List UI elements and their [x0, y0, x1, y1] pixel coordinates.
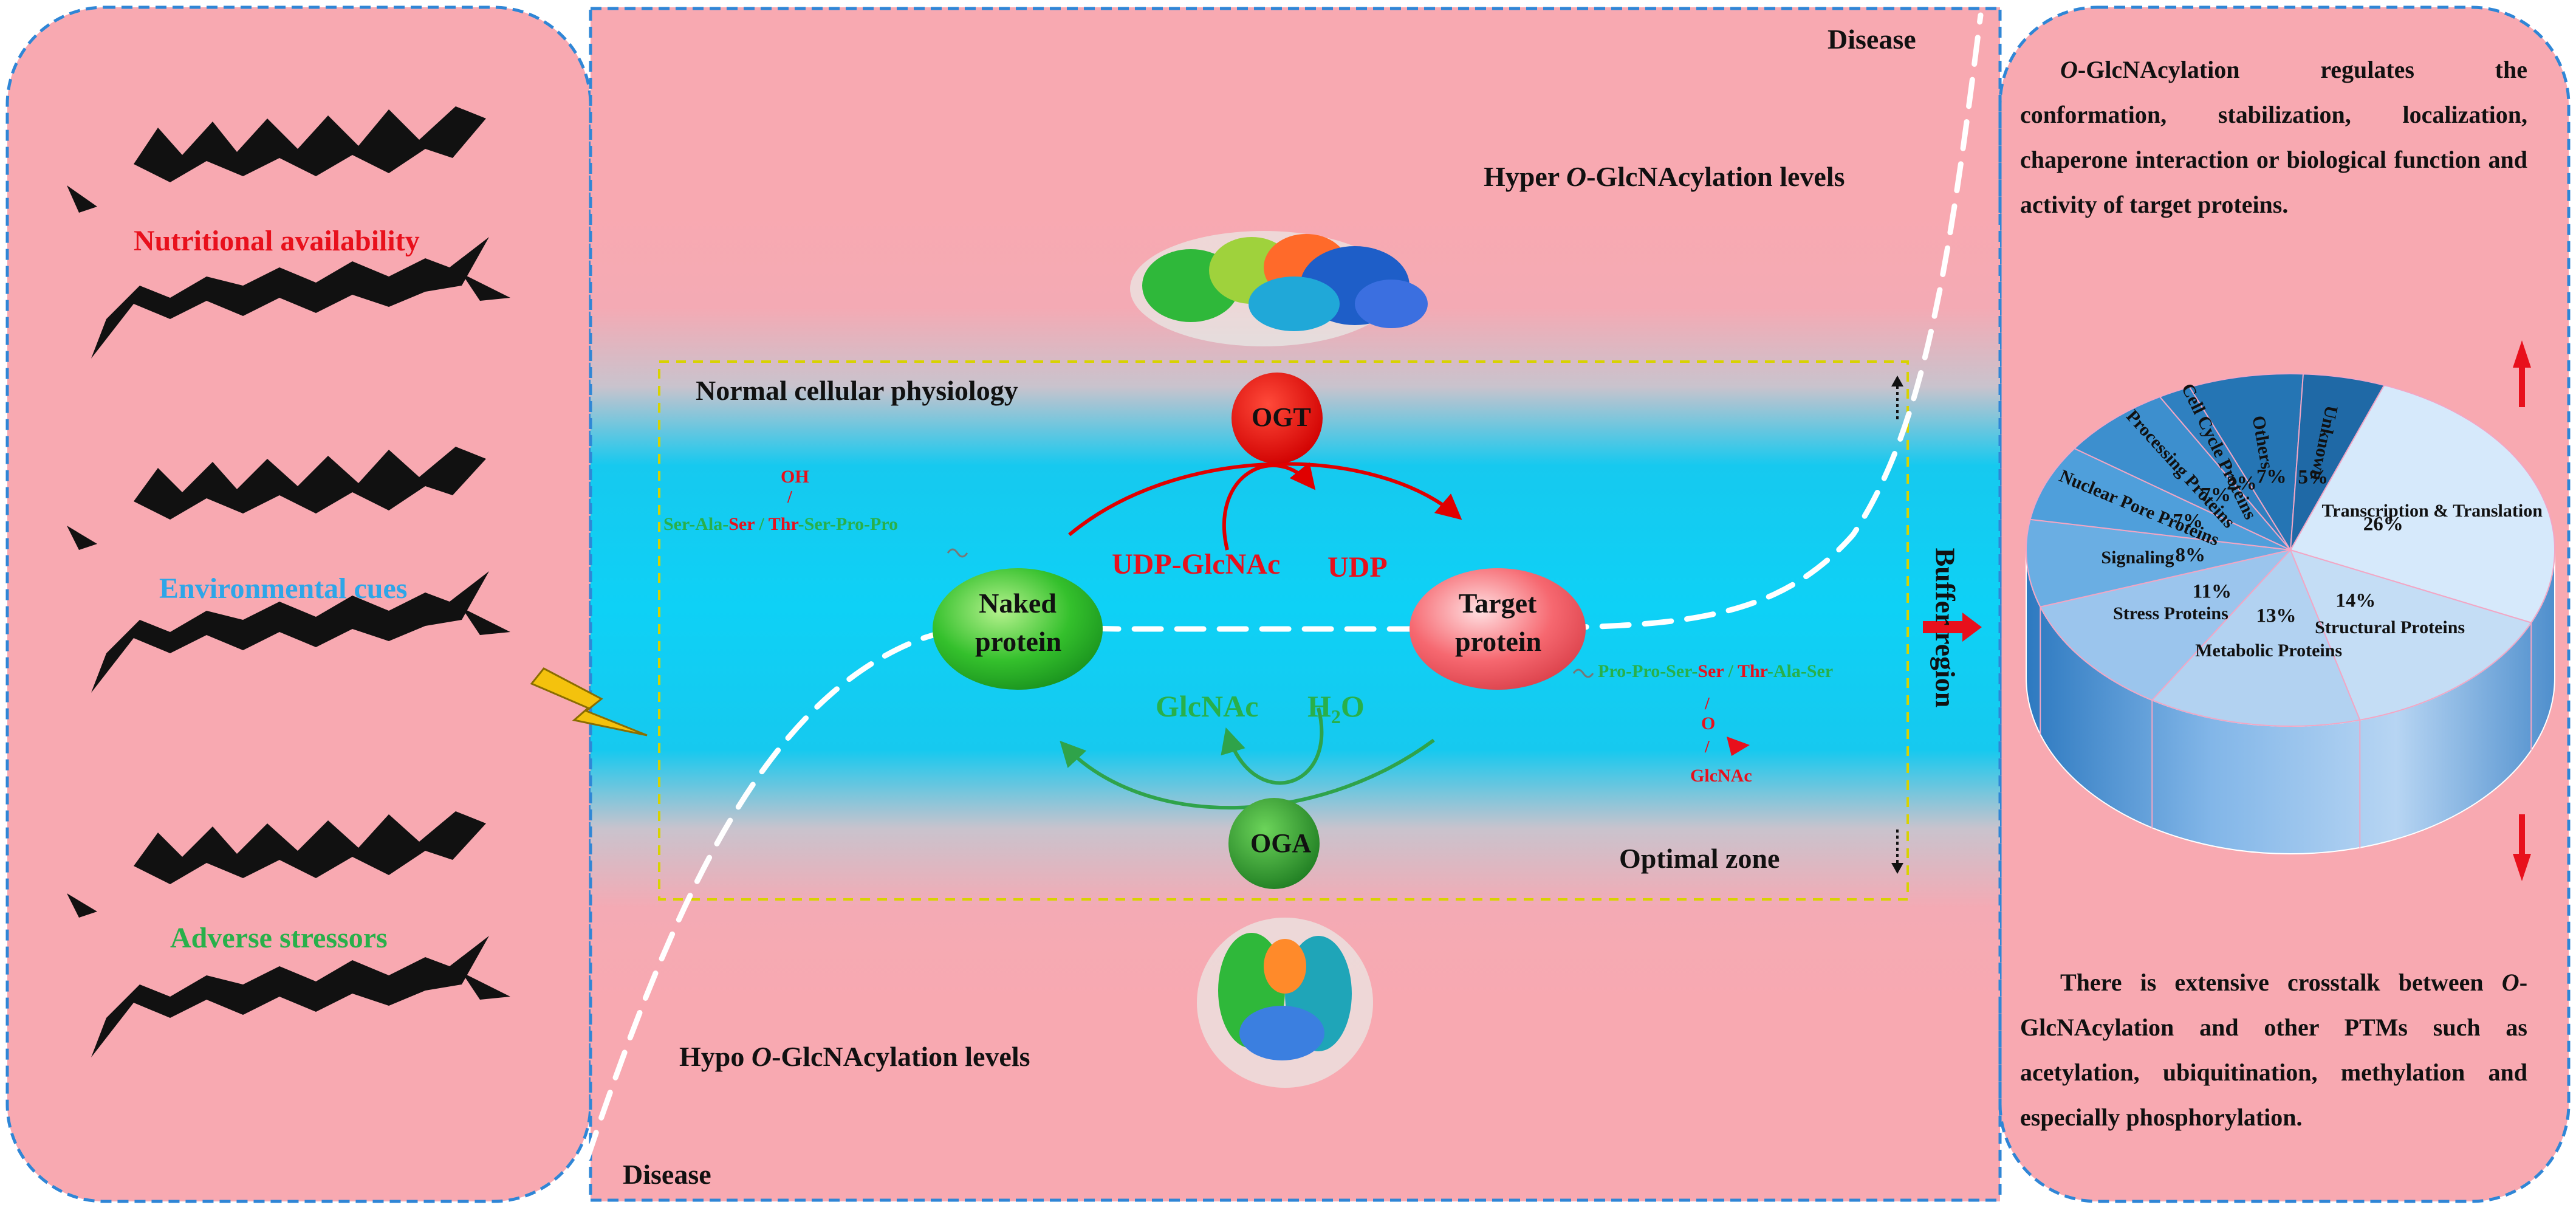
down-dotted-arrowhead	[1891, 863, 1903, 874]
hyper-level-label: Hyper O-GlcNAcylation levels	[1484, 161, 1845, 192]
pie-chart	[2026, 373, 2555, 854]
pie-slice	[2029, 447, 2291, 551]
red-up-arrow	[2513, 340, 2531, 407]
crosstalk-paragraph: There is extensive crosstalk between O-G…	[2020, 969, 2528, 1131]
target-protein-line2: protein	[1455, 626, 1542, 657]
oga-node	[1228, 798, 1320, 889]
burst-shape-2	[67, 447, 510, 693]
o-slash-upper: /	[1705, 695, 1710, 713]
normal-physiology-label: Normal cellular physiology	[696, 375, 1018, 406]
seq-right-connector	[1572, 668, 1594, 678]
pie-slice-label: Signaling	[2101, 548, 2174, 568]
disease-label-bottom: Disease	[623, 1159, 711, 1190]
h2o-label: H2O	[1307, 689, 1365, 727]
pie-slice	[2073, 396, 2291, 551]
glcnac-small-label: GlcNAc	[1690, 766, 1752, 786]
o-label: O	[1701, 713, 1716, 733]
oga-label: OGA	[1250, 828, 1312, 858]
ogt-node	[1231, 373, 1323, 464]
pie-slice-percent: 26%	[2363, 513, 2403, 535]
protein-structure-top	[1130, 231, 1428, 346]
sequence-right: Pro-Pro-Ser-Ser / Thr-Ala-Ser	[1598, 661, 1834, 681]
optimal-zone-box	[658, 360, 1909, 901]
factor-label-nutritional: Nutritional availability	[134, 225, 420, 257]
pie-slice	[2151, 549, 2361, 727]
regulation-paragraph: O-GlcNAcylation regulates the conformati…	[2020, 56, 2527, 218]
naked-protein-line2: protein	[975, 626, 1062, 657]
seq-left-connector	[947, 548, 968, 558]
factor-label-environmental: Environmental cues	[159, 572, 408, 605]
pie-slice-percent: 8%	[2175, 544, 2205, 566]
pie-slice-percent: 13%	[2256, 605, 2297, 627]
ogt-label: OGT	[1252, 402, 1311, 432]
buffer-region-label: Buffer region	[1930, 548, 1961, 708]
protein-structure-bottom	[1197, 918, 1373, 1088]
pie-slice	[2289, 384, 2555, 623]
pie-slice-percent: 7%	[2256, 465, 2287, 488]
pie-slice-percent: 5%	[2298, 466, 2329, 489]
factor-label-adverse: Adverse stressors	[170, 922, 388, 954]
burst-shape-1	[67, 106, 510, 359]
pie-slice-percent: 11%	[2192, 580, 2232, 603]
pie-slice	[2188, 373, 2304, 552]
pie-slice-percent: 2%	[2227, 472, 2257, 495]
oh-label: OH	[781, 467, 809, 487]
pie-slice-label: Metabolic Proteins	[2195, 641, 2343, 661]
sequence-left: Ser-Ala-Ser / Thr-Ser-Pro-Pro	[663, 514, 899, 534]
pie-slice-label: Transcription & Translation	[2321, 501, 2543, 521]
udp-glcnac-label: UDP-GlcNAc	[1112, 548, 1281, 580]
target-protein-node	[1410, 568, 1586, 690]
naked-protein-line1: Naked	[979, 588, 1057, 619]
udp-label: UDP	[1327, 551, 1388, 583]
pie-slice	[2290, 373, 2385, 551]
pie-slice	[2289, 549, 2532, 721]
glcnac-label: GlcNAc	[1156, 689, 1259, 723]
o-slash-lower: /	[1705, 738, 1710, 757]
burst-shape-3	[67, 811, 510, 1057]
glcnac-red-arrowhead	[1727, 737, 1750, 756]
h2o-loop-arrow	[1221, 707, 1324, 785]
pie-slice-percent: 14%	[2335, 589, 2376, 612]
lightning-bolt	[530, 667, 648, 737]
red-right-arrow	[1923, 613, 1982, 642]
optimal-zone-label: Optimal zone	[1619, 843, 1780, 874]
pie-slice	[2039, 549, 2292, 701]
pie-slice-label: Stress Proteins	[2113, 603, 2228, 624]
target-protein-line1: Target	[1458, 588, 1537, 619]
hypo-level-label: Hypo O-GlcNAcylation levels	[679, 1041, 1030, 1072]
oh-slash: /	[787, 488, 792, 507]
pie-slice-percent: 7%	[2173, 510, 2204, 532]
pie-slice	[2026, 518, 2291, 608]
pie-slice-label: Structural Proteins	[2315, 617, 2465, 638]
udp-loop-arrow	[1222, 462, 1316, 551]
up-dotted-arrowhead	[1891, 376, 1903, 386]
naked-protein-node	[933, 568, 1103, 690]
oga-arrow	[1060, 738, 1435, 810]
pie-slice-percent: 7%	[2201, 484, 2231, 506]
disease-label-top: Disease	[1828, 24, 1916, 55]
red-down-arrow	[2513, 814, 2531, 881]
